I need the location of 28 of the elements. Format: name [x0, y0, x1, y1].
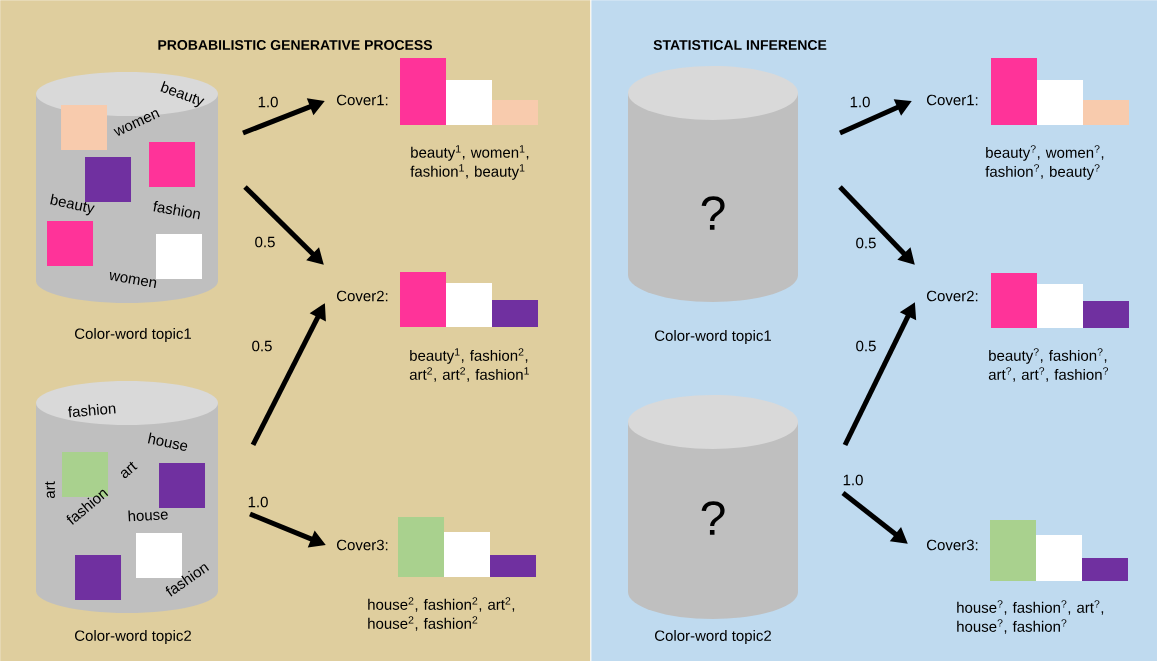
word-list: beauty$^{1}$, women$^{1}$, fashion$^{1}$, beauty$^{1}$ — [410, 145, 529, 180]
cover-label: Cover3: — [926, 539, 978, 551]
panel-heading: PROBABILISTIC GENERATIVE PROCESS — [158, 40, 432, 50]
cover-label: Cover2: — [337, 290, 388, 302]
word-list: beauty$^{?}$, fashion$^{?}$, art$^{?}$, art$^{?}$, fashion$^{?}$ — [988, 348, 1109, 382]
word-list: beauty$^{?}$, women$^{?}$, fashion$^{?}$, beauty$^{?}$ — [985, 145, 1104, 180]
cover-label: Cover2: — [926, 290, 978, 302]
word-list: house$^{2}$, fashion$^{2}$, art$^{2}$, house$^{2}$, fashion$^{2}$ — [368, 597, 515, 631]
word-label: beauty — [50, 193, 95, 216]
word-list: house$^{?}$, fashion$^{?}$, art$^{?}$, house$^{?}$, fashion$^{?}$ — [957, 600, 1104, 634]
word-label: ? — [701, 501, 725, 535]
cover-label: Cover1: — [926, 94, 978, 106]
cover-label: Cover1: — [337, 94, 388, 106]
cover-label: Cover3: — [337, 539, 388, 551]
word-label: house — [147, 432, 188, 451]
word-label: ? — [701, 196, 725, 230]
word-list: beauty$^{1}$, fashion$^{2}$, art$^{2}$, art$^{2}$, fashion$^{1}$ — [409, 348, 529, 382]
node-label: Color-word topic2 — [655, 630, 771, 644]
word-label: house — [128, 510, 168, 522]
word-label: fashion — [67, 403, 116, 418]
panel-heading: STATISTICAL INFERENCE — [653, 40, 827, 50]
word-label: fashion — [153, 200, 200, 220]
node-label: Color-word topic1 — [75, 328, 191, 342]
node-label: Color-word topic1 — [655, 330, 771, 344]
node-label: Color-word topic2 — [75, 630, 191, 644]
word-label: art — [120, 461, 138, 479]
word-label: art — [45, 481, 55, 499]
word-label: women — [109, 271, 157, 288]
